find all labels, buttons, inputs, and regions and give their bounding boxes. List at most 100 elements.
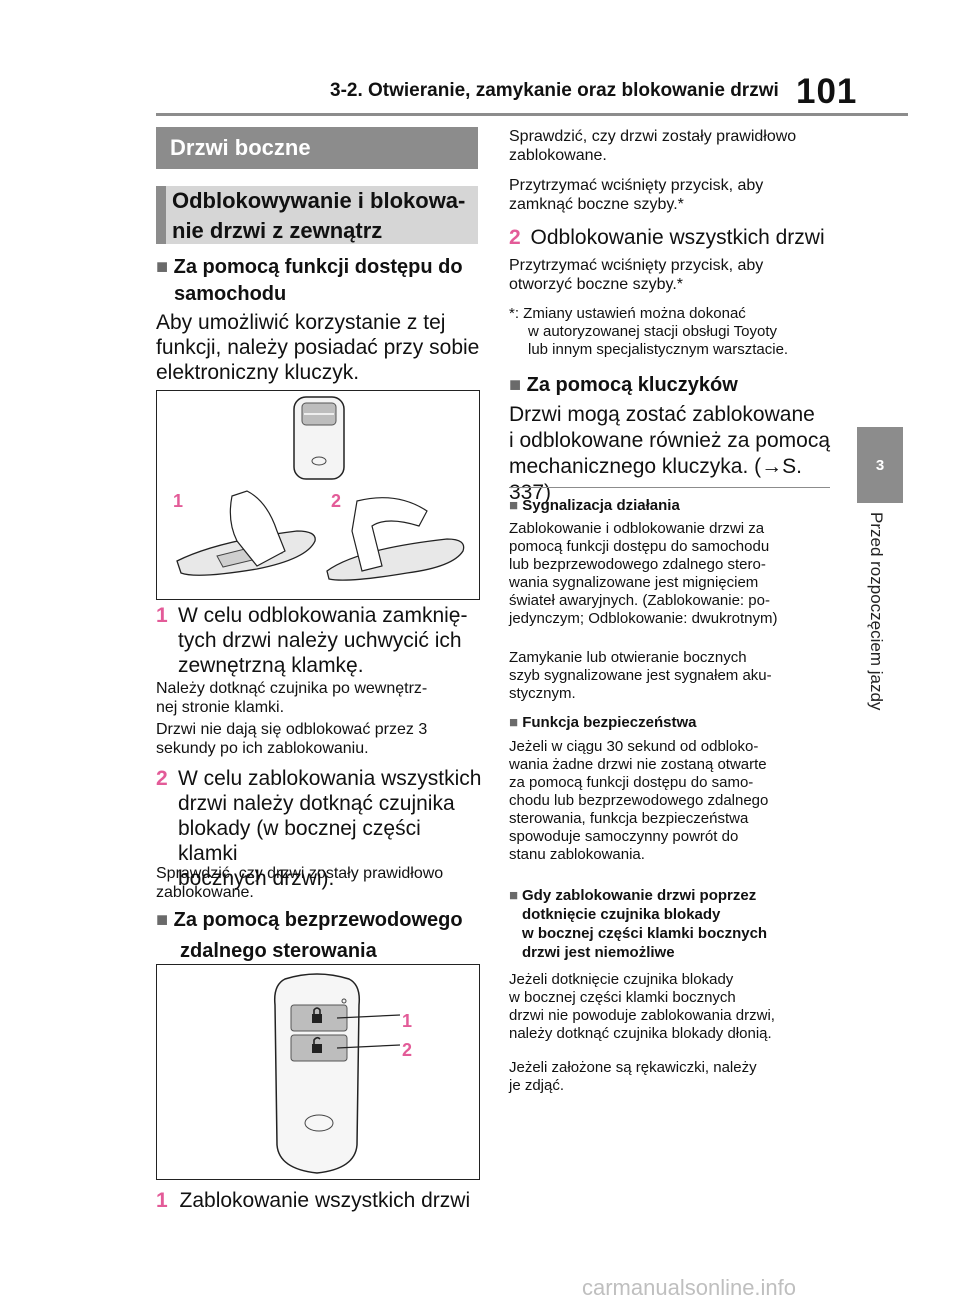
step-number: 2 <box>156 767 168 790</box>
paragraph-line: w bocznej części klamki bocznych <box>509 989 736 1006</box>
step-1-note-1: Należy dotknąć czujnika po wewnętrz- nej… <box>156 679 486 717</box>
figure-label-1: 1 <box>402 1011 412 1031</box>
safety-heading-text: Funkcja bezpieczeństwa <box>522 714 697 731</box>
step-1-note-2: Drzwi nie dają się odblokować przez 3 se… <box>156 720 486 758</box>
step-number: 1 <box>156 1189 168 1212</box>
fail-heading-line: Gdy zablokowanie drzwi poprzez <box>522 887 757 904</box>
figure-label-2: 2 <box>402 1040 412 1060</box>
step-number: 1 <box>156 604 168 627</box>
paragraph-line: lub bezprzewodowego zdalnego stero- <box>509 556 766 573</box>
paragraph-line: drzwi nie powoduje zablokowania drzwi, <box>509 1007 775 1024</box>
paragraph-line: Jeżeli założone są rękawiczki, należy <box>509 1059 757 1076</box>
right-note-3: Przytrzymać wciśnięty przycisk, aby otwo… <box>509 256 849 294</box>
smart-intro-line: funkcji, należy posiadać przy sobie <box>156 336 480 359</box>
note-line: Sprawdzić, czy drzwi zostały prawidłowo <box>156 865 444 882</box>
smart-intro-line: Aby umożliwić korzystanie z tej <box>156 311 446 334</box>
step-1-line: zewnętrzną klamkę. <box>178 654 364 677</box>
note-line: nej stronie klamki. <box>156 699 285 716</box>
chapter-number: 3 <box>875 456 885 474</box>
notes-divider <box>509 487 830 488</box>
header-divider <box>156 113 908 116</box>
safety-paragraph: Jeżeli w ciągu 30 sekund od odbloko- wan… <box>509 738 849 864</box>
remote-heading: ■ Za pomocą bezprzewodowego zdalnego ste… <box>156 905 486 967</box>
paragraph-line: stanu zablokowania. <box>509 846 645 863</box>
step-2-line: bocznych drzwi). <box>178 867 335 890</box>
figure-label-2: 2 <box>331 491 341 511</box>
subsection-heading-line1: Odblokowywanie i blokowa- <box>172 188 466 213</box>
page-number: 101 <box>796 72 858 111</box>
key-text-line: i odblokowane również za pomocą <box>509 429 831 452</box>
unlock-icon <box>312 1036 322 1053</box>
step-2-line: blokady (w bocznej części klamki <box>178 817 421 865</box>
footnote-line: *: Zmiany ustawień można dokonać <box>509 305 746 322</box>
door-handle-left <box>176 490 316 576</box>
note-line: zamknąć boczne szyby.* <box>509 196 684 213</box>
smart-access-heading: ■ Za pomocą funkcji dostępu do samochodu <box>156 254 486 308</box>
remote-key-illustration: 1 2 <box>273 973 412 1174</box>
smart-heading-line1: Za pomocą funkcji dostępu do <box>173 256 463 278</box>
figure-label-1: 1 <box>173 491 183 511</box>
paragraph-line: wania żadne drzwi nie zostaną otwarte <box>509 756 767 773</box>
lock-step-text: Zablokowanie wszystkich drzwi <box>179 1189 471 1212</box>
fail-heading: ■ Gdy zablokowanie drzwi poprzez dotknię… <box>509 886 849 962</box>
remote-heading-line1: Za pomocą bezprzewodowego <box>173 909 463 931</box>
step-2-line: drzwi należy dotknąć czujnika <box>178 792 455 815</box>
chapter-tab[interactable]: 3 <box>857 427 903 503</box>
paragraph-line: za pomocą funkcji dostępu do samo- <box>509 774 754 791</box>
paragraph-line: pomocą funkcji dostępu do samochodu <box>509 538 770 555</box>
key-text-line: mechanicznego kluczyka. (→S. 337) <box>509 455 802 504</box>
footnote-line: lub innym specjalistycznym warsztacie. <box>528 341 789 358</box>
fail-heading-line: dotknięcie czujnika blokady <box>522 906 721 923</box>
safety-heading: ■ Funkcja bezpieczeństwa <box>509 714 849 731</box>
paragraph-line: Jeżeli dotknięcie czujnika blokady <box>509 971 734 988</box>
step-1-line: tych drzwi należy uchwycić ich <box>178 629 462 652</box>
paragraph-line: świateł awaryjnych. (Zablokowanie: po- <box>509 592 770 609</box>
key-heading: ■ Za pomocą kluczyków <box>509 372 849 399</box>
signal-paragraph-2: Zamykanie lub otwieranie bocznych szyb s… <box>509 649 849 703</box>
figure-door-handle: 1 2 <box>156 390 480 600</box>
smart-key-icon <box>293 396 345 480</box>
figure-remote-key: 1 2 <box>156 964 480 1180</box>
paragraph-line: je zdjąć. <box>509 1077 565 1094</box>
step-2-note: Sprawdzić, czy drzwi zostały prawidłowo … <box>156 864 486 902</box>
chapter-title: Przed rozpoczęciem jazdy <box>867 512 886 711</box>
right-note-1: Sprawdzić, czy drzwi zostały prawidłowo … <box>509 127 849 165</box>
paragraph-line: Jeżeli w ciągu 30 sekund od odbloko- <box>509 738 759 755</box>
fail-heading-line: w bocznej części klamki bocznych <box>522 925 768 942</box>
step-2-line: W celu zablokowania wszystkich <box>178 767 482 790</box>
step-1: 1 W celu odblokowania zamknię- tych drzw… <box>156 603 486 678</box>
unlock-step-text: Odblokowanie wszystkich drzwi <box>530 226 825 249</box>
fail-paragraph-2: Jeżeli założone są rękawiczki, należy je… <box>509 1059 849 1095</box>
paragraph-line: spowoduje samoczynny powrót do <box>509 828 739 845</box>
signal-heading: ■ Sygnalizacja działania <box>509 497 849 514</box>
footnote: *: Zmiany ustawień można dokonać w autor… <box>509 305 849 359</box>
bullet-square: ■ <box>156 256 169 278</box>
note-line: Przytrzymać wciśnięty przycisk, aby <box>509 177 764 194</box>
door-handle-illustration: 1 2 <box>173 396 465 581</box>
watermark: carmanualsonline.info <box>582 1275 797 1300</box>
step-1-line: W celu odblokowania zamknię- <box>178 604 468 627</box>
paragraph-line: należy dotknąć czujnika blokady dłonią. <box>509 1025 772 1042</box>
subsection-heading-bar: Odblokowywanie i blokowa- nie drzwi z ze… <box>156 186 478 244</box>
signal-heading-text: Sygnalizacja działania <box>522 497 680 514</box>
signal-paragraph-1: Zablokowanie i odblokowanie drzwi za pom… <box>509 520 849 628</box>
fail-paragraph-1: Jeżeli dotknięcie czujnika blokady w boc… <box>509 971 849 1043</box>
key-text: Drzwi mogą zostać zablokowane i odblokow… <box>509 402 849 506</box>
bullet-square: ■ <box>509 887 519 904</box>
step-2: 2 W celu zablokowania wszystkich drzwi n… <box>156 766 486 891</box>
footnote-line: w autoryzowanej stacji obsługi Toyoty <box>528 323 778 340</box>
smart-intro: Aby umożliwić korzystanie z tej funkcji,… <box>156 310 486 385</box>
key-heading-text: Za pomocą kluczyków <box>526 374 738 396</box>
section-heading: Drzwi boczne <box>170 135 311 160</box>
step-number: 2 <box>509 226 521 249</box>
lock-step: 1 Zablokowanie wszystkich drzwi <box>156 1188 486 1213</box>
lock-icon <box>312 1007 322 1023</box>
paragraph-line: Zamykanie lub otwieranie bocznych <box>509 649 747 666</box>
smart-heading-line2: samochodu <box>174 283 287 305</box>
note-line: otworzyć boczne szyby.* <box>509 276 683 293</box>
paragraph-line: wania sygnalizowane jest mignięciem <box>509 574 759 591</box>
note-line: sekundy po ich zablokowaniu. <box>156 740 369 757</box>
bullet-square: ■ <box>509 374 522 396</box>
right-note-2: Przytrzymać wciśnięty przycisk, aby zamk… <box>509 176 849 214</box>
paragraph-line: sterowania, funkcja bezpieczeństwa <box>509 810 749 827</box>
